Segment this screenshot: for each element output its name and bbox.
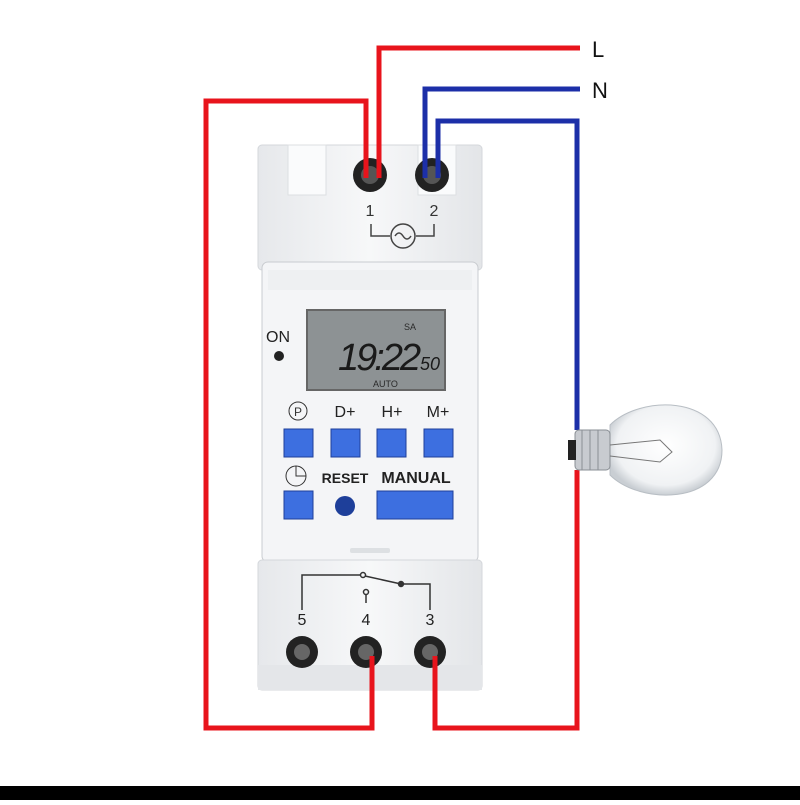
terminal-label-2: 2: [430, 203, 439, 220]
hour-plus-button[interactable]: [376, 428, 407, 458]
terminal-screw-3: [414, 636, 446, 668]
line-label: L: [592, 37, 604, 62]
day-label: D+: [335, 404, 356, 421]
lcd-day: SA: [404, 322, 416, 332]
clock-icon: [285, 465, 307, 487]
hour-label: H+: [382, 404, 403, 421]
manual-label: MANUAL: [381, 470, 451, 487]
neutral-wire-supply: [422, 86, 580, 178]
live-wire-loop: [203, 98, 375, 731]
terminal-label-4: 4: [362, 612, 371, 629]
terminal-screw-1: [353, 158, 387, 192]
manual-button[interactable]: [376, 490, 454, 520]
load-wire: [432, 470, 580, 731]
ac-supply-symbol: [370, 223, 435, 249]
lcd-mode: AUTO: [373, 379, 398, 389]
light-bulb: [568, 404, 723, 496]
lcd-time: 19:22: [338, 337, 421, 379]
svg-text:P: P: [294, 405, 302, 419]
live-wire-supply: [376, 45, 580, 178]
relay-contact-symbol: [301, 571, 431, 610]
on-indicator-led: [274, 351, 284, 361]
program-button[interactable]: [283, 428, 314, 458]
terminal-screw-2: [415, 158, 449, 192]
reset-button[interactable]: [335, 496, 355, 516]
timer-device: 1 2 ON SA 19:22 50 AUTO P D+ H+ M+ RESET…: [257, 144, 483, 691]
lcd-seconds: 50: [420, 354, 440, 374]
clock-button[interactable]: [283, 490, 314, 520]
neutral-label: N: [592, 78, 608, 103]
bottom-bar: [0, 786, 800, 800]
terminal-label-3: 3: [426, 612, 435, 629]
terminal-screw-5: [286, 636, 318, 668]
minute-plus-button[interactable]: [423, 428, 454, 458]
terminal-label-5: 5: [298, 612, 307, 629]
terminal-label-1: 1: [366, 203, 375, 220]
day-plus-button[interactable]: [330, 428, 361, 458]
lcd-display: [306, 309, 446, 391]
reset-label: RESET: [322, 470, 369, 486]
program-icon: P: [288, 401, 308, 421]
terminal-screw-4: [350, 636, 382, 668]
on-label: ON: [266, 329, 290, 346]
neutral-wire-load: [435, 118, 580, 430]
minute-label: M+: [427, 404, 450, 421]
